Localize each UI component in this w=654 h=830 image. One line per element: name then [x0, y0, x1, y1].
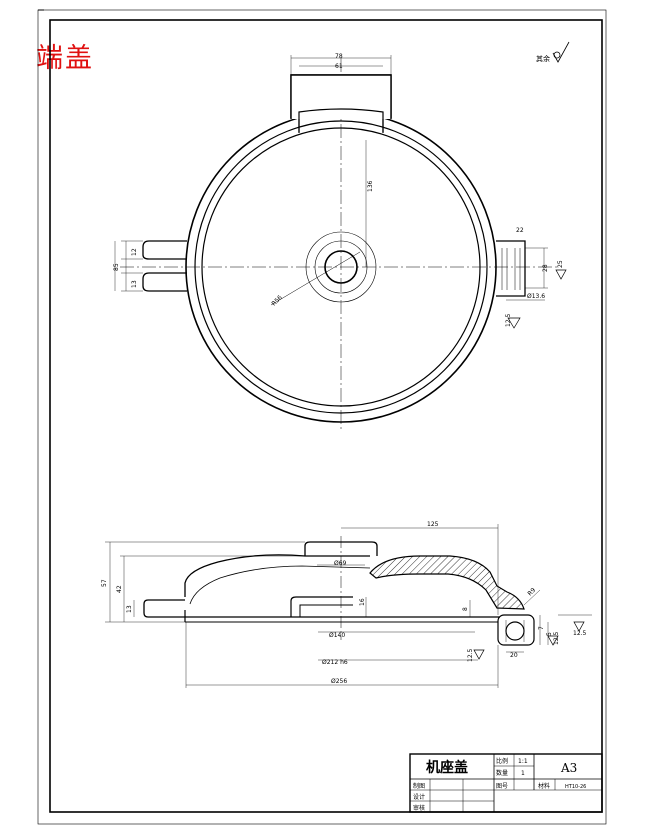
tb-scale-value: 1:1 — [518, 758, 528, 765]
dim-half-length: 125 — [427, 521, 439, 528]
dim-tab-width: 22 — [516, 227, 524, 234]
hatched-wall-section — [369, 555, 525, 610]
dim-boss-outer: 78 — [335, 53, 343, 60]
cover-outer-profile — [184, 554, 370, 597]
dim-cover-height: 42 — [116, 585, 123, 593]
dim-ear-height: 7 — [538, 626, 545, 630]
hub-mid-circle — [314, 240, 368, 294]
dim-tab-bore: Ø13.6 — [527, 293, 545, 300]
dim-right-roughness: 12.5 — [573, 630, 587, 637]
dim-side-roughness: 12.5 — [505, 313, 512, 327]
tb-part-name: 机座盖 — [426, 759, 468, 776]
dim-center-to-top: 136 — [367, 180, 374, 192]
tb-draw-label: 制图 — [413, 782, 425, 790]
hub-bore-circle — [324, 250, 358, 284]
dim-tab-height: 28 — [542, 264, 549, 272]
tb-material-value: HT10-26 — [565, 784, 586, 790]
dim-overall-dia: Ø256 — [331, 678, 347, 685]
dim-inner-depth: 8 — [462, 607, 469, 611]
left-stub-lower — [142, 272, 187, 292]
dim-total-height: 57 — [101, 579, 108, 587]
rim-circle-3 — [201, 127, 481, 407]
dim-top-boss: Ø69 — [334, 560, 347, 567]
bolt-circle-leader — [270, 251, 361, 306]
dim-ear-width: 20 — [510, 652, 518, 659]
section-right-ear — [497, 614, 535, 646]
dim-left-lower: 13 — [131, 280, 138, 288]
roughness-symbol-icon — [552, 41, 570, 63]
tb-check-label: 审核 — [413, 804, 425, 812]
rim-circle-2 — [194, 120, 488, 414]
roughness-triangle-icon — [507, 317, 521, 329]
tb-material-label: 材料 — [538, 782, 550, 790]
dim-boss-inner: 61 — [335, 63, 343, 70]
dim-inner-bore: Ø140 — [329, 632, 345, 639]
tb-design-label: 设计 — [413, 793, 425, 801]
section-view — [105, 524, 592, 688]
roughness-triangle-icon — [473, 649, 485, 660]
section-left-stub — [143, 599, 185, 618]
top-view — [114, 55, 567, 430]
left-stub-upper — [142, 240, 187, 260]
dim-tab-roughness: 25 — [557, 260, 564, 268]
ear-hole-circle — [505, 621, 525, 641]
tb-qty-label: 数量 — [496, 769, 508, 777]
drawing-frame — [49, 19, 603, 813]
tb-qty-value: 1 — [521, 770, 525, 777]
cover-inner-profile — [189, 565, 371, 605]
hub-outer-circle — [305, 231, 377, 303]
roughness-triangle-icon — [547, 635, 559, 646]
dim-wall-thickness: 16 — [359, 598, 366, 606]
dim-spigot: Ø212 h6 — [322, 659, 348, 666]
tb-drawing-no-label: 图号 — [496, 783, 508, 790]
tb-paper-size: A3 — [560, 761, 577, 775]
roughness-triangle-icon — [555, 269, 567, 280]
dim-stub-height: 13 — [126, 605, 133, 613]
dim-left-spacing: 85 — [113, 263, 120, 271]
inner-boss-2 — [299, 604, 353, 617]
dim-ear-roughness: 12.5 — [553, 631, 560, 645]
tb-scale-label: 比例 — [496, 757, 508, 765]
roughness-note: 其余 — [536, 54, 550, 63]
outer-trim-border — [37, 9, 607, 825]
red-title: 端盖 — [36, 43, 94, 74]
dim-ear-radius: R9 — [526, 587, 537, 598]
right-ear-tab — [496, 240, 526, 297]
title-block — [409, 753, 603, 813]
dim-left-upper: 12 — [131, 248, 138, 256]
dim-spigot-roughness: 12.5 — [467, 648, 474, 662]
inner-boss — [290, 596, 353, 617]
dim-bolt-circle: R56 — [270, 294, 283, 307]
roughness-triangle-icon — [573, 621, 585, 632]
dim-ear-thickness: 5 — [546, 632, 553, 636]
